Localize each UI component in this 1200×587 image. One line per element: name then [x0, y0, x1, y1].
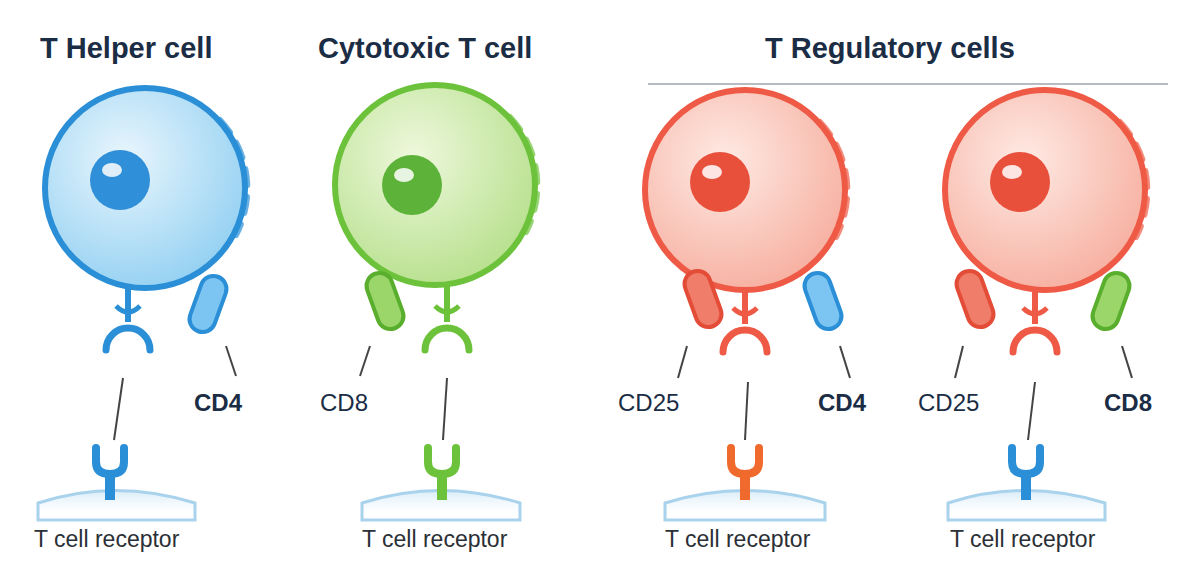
marker-label: CD4 — [818, 390, 866, 416]
marker-label: CD4 — [194, 390, 242, 416]
marker-label: CD8 — [320, 390, 368, 416]
receptor-label: T cell receptor — [950, 527, 1095, 552]
marker-label: CD25 — [918, 390, 979, 416]
column-heading: T Helper cell — [40, 33, 212, 65]
marker-label: CD8 — [1104, 390, 1152, 416]
column-heading: Cytotoxic T cell — [318, 33, 532, 65]
receptor-label: T cell receptor — [362, 527, 507, 552]
receptor-label: T cell receptor — [34, 527, 179, 552]
column-heading: T Regulatory cells — [765, 33, 1015, 65]
receptor-label: T cell receptor — [665, 527, 810, 552]
marker-label: CD25 — [618, 390, 679, 416]
